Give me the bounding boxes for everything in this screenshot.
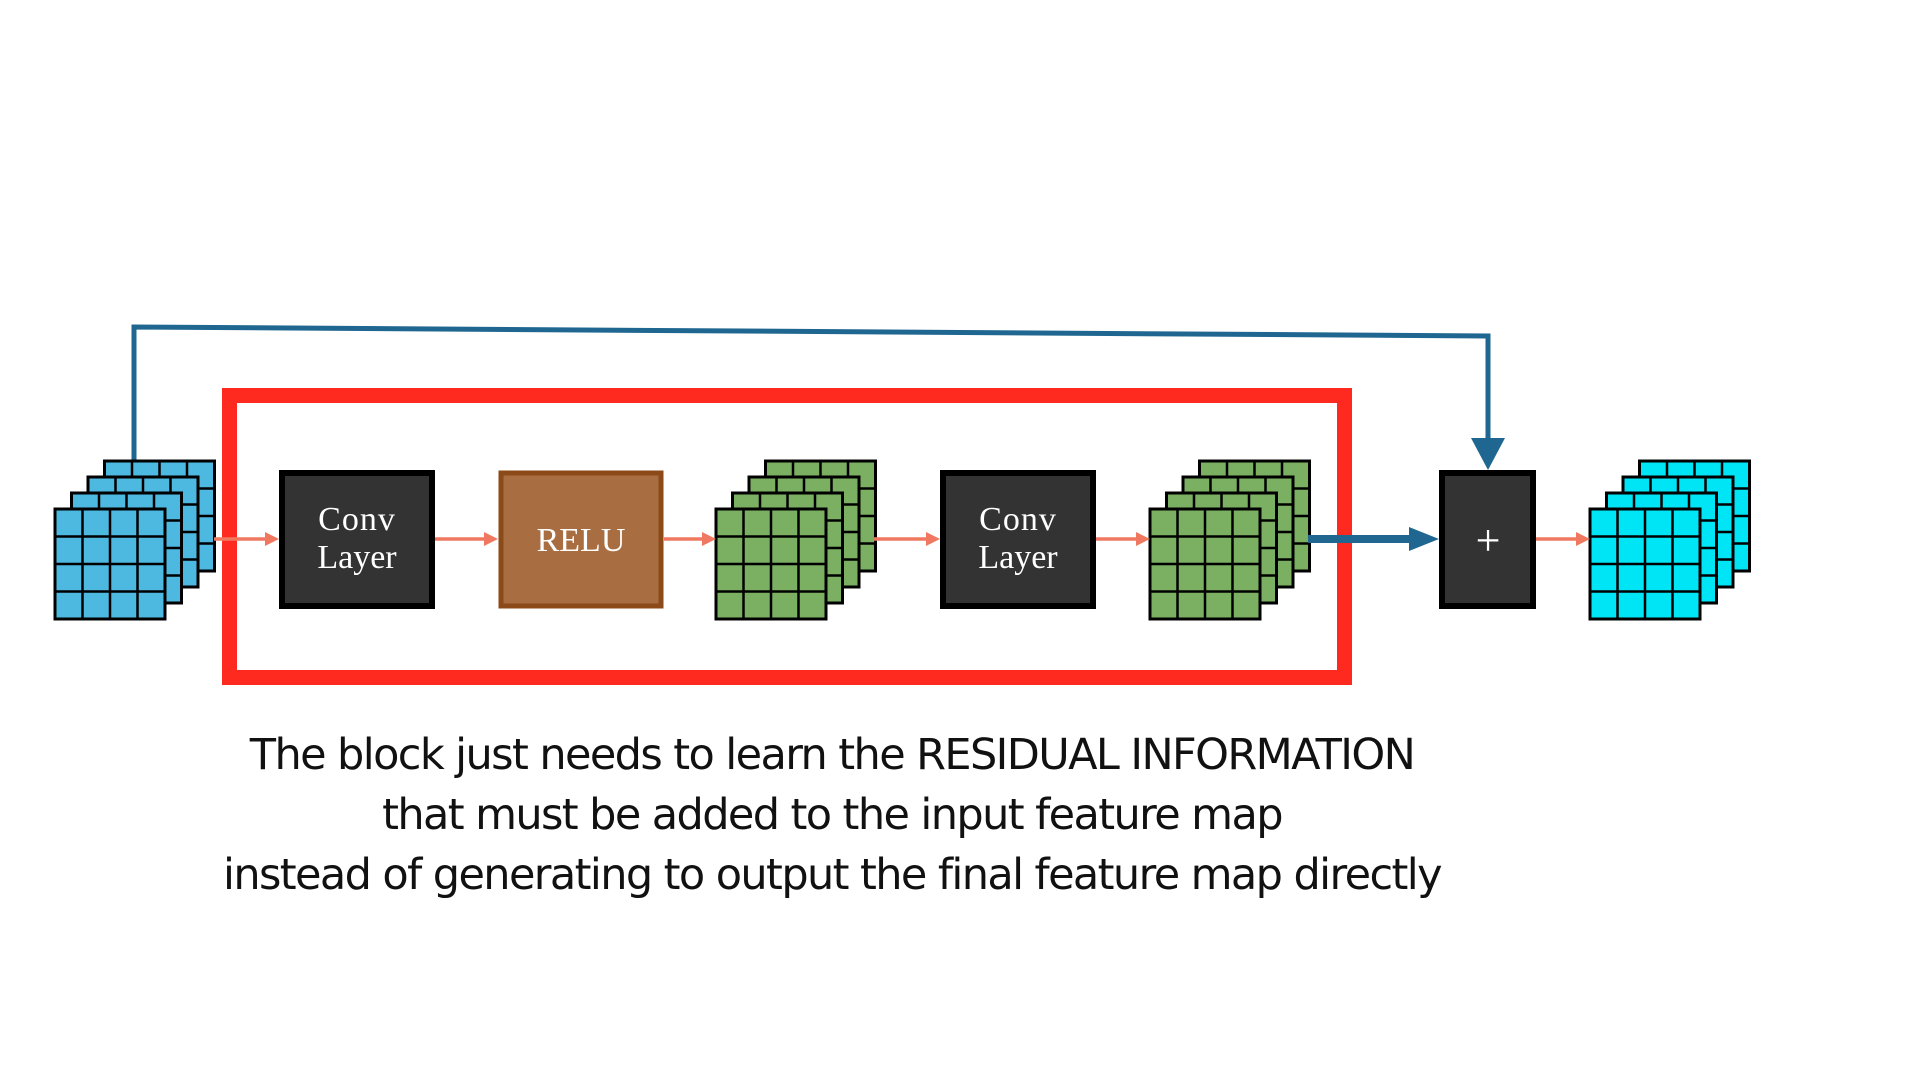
fmap1-feature-map-stack	[714, 459, 877, 621]
arrow-input-to-conv1	[214, 532, 279, 546]
caption: The block just needs to learn the RESIDU…	[0, 725, 1664, 905]
skip-connection-arrowhead	[1471, 438, 1505, 470]
addition-node: +	[1439, 470, 1536, 609]
caption-line-1: The block just needs to learn the RESIDU…	[249, 730, 1416, 780]
arrow-conv1-to-relu	[435, 532, 498, 546]
arrowhead	[702, 532, 716, 546]
arrow-fmap1-to-conv2	[874, 532, 940, 546]
feature-map-layer	[1588, 507, 1702, 621]
conv-layer-2-label-line1: Conv	[979, 501, 1057, 538]
arrow-fmap2-to-add	[1308, 527, 1439, 551]
output-feature-map-stack	[1588, 459, 1751, 621]
caption-line-3: instead of generating to output the fina…	[223, 850, 1443, 900]
fmap2-feature-map-stack	[1148, 459, 1311, 621]
conv-layer-2: Conv Layer	[940, 470, 1096, 609]
caption-line-2: that must be added to the input feature …	[382, 790, 1283, 840]
conv-layer-1: Conv Layer	[279, 470, 435, 609]
feature-map-layer	[1148, 507, 1262, 621]
arrowhead	[265, 532, 279, 546]
plus-icon: +	[1476, 516, 1501, 565]
arrowhead	[1409, 527, 1439, 551]
conv-layer-1-label-line1: Conv	[318, 501, 396, 538]
relu-layer: RELU	[498, 470, 664, 609]
conv-layer-2-label-line2: Layer	[978, 539, 1058, 576]
arrowhead	[1136, 532, 1150, 546]
feature-map-layer	[53, 507, 167, 621]
arrow-add-to-output	[1536, 532, 1590, 546]
relu-label: RELU	[537, 522, 626, 559]
arrowhead	[484, 532, 498, 546]
arrowhead	[1576, 532, 1590, 546]
arrow-relu-to-fmap1	[664, 532, 716, 546]
input-feature-map-stack	[53, 459, 216, 621]
conv-layer-1-label-line2: Layer	[317, 539, 397, 576]
feature-map-layer	[714, 507, 828, 621]
arrowhead	[926, 532, 940, 546]
arrow-conv2-to-fmap2	[1096, 532, 1150, 546]
